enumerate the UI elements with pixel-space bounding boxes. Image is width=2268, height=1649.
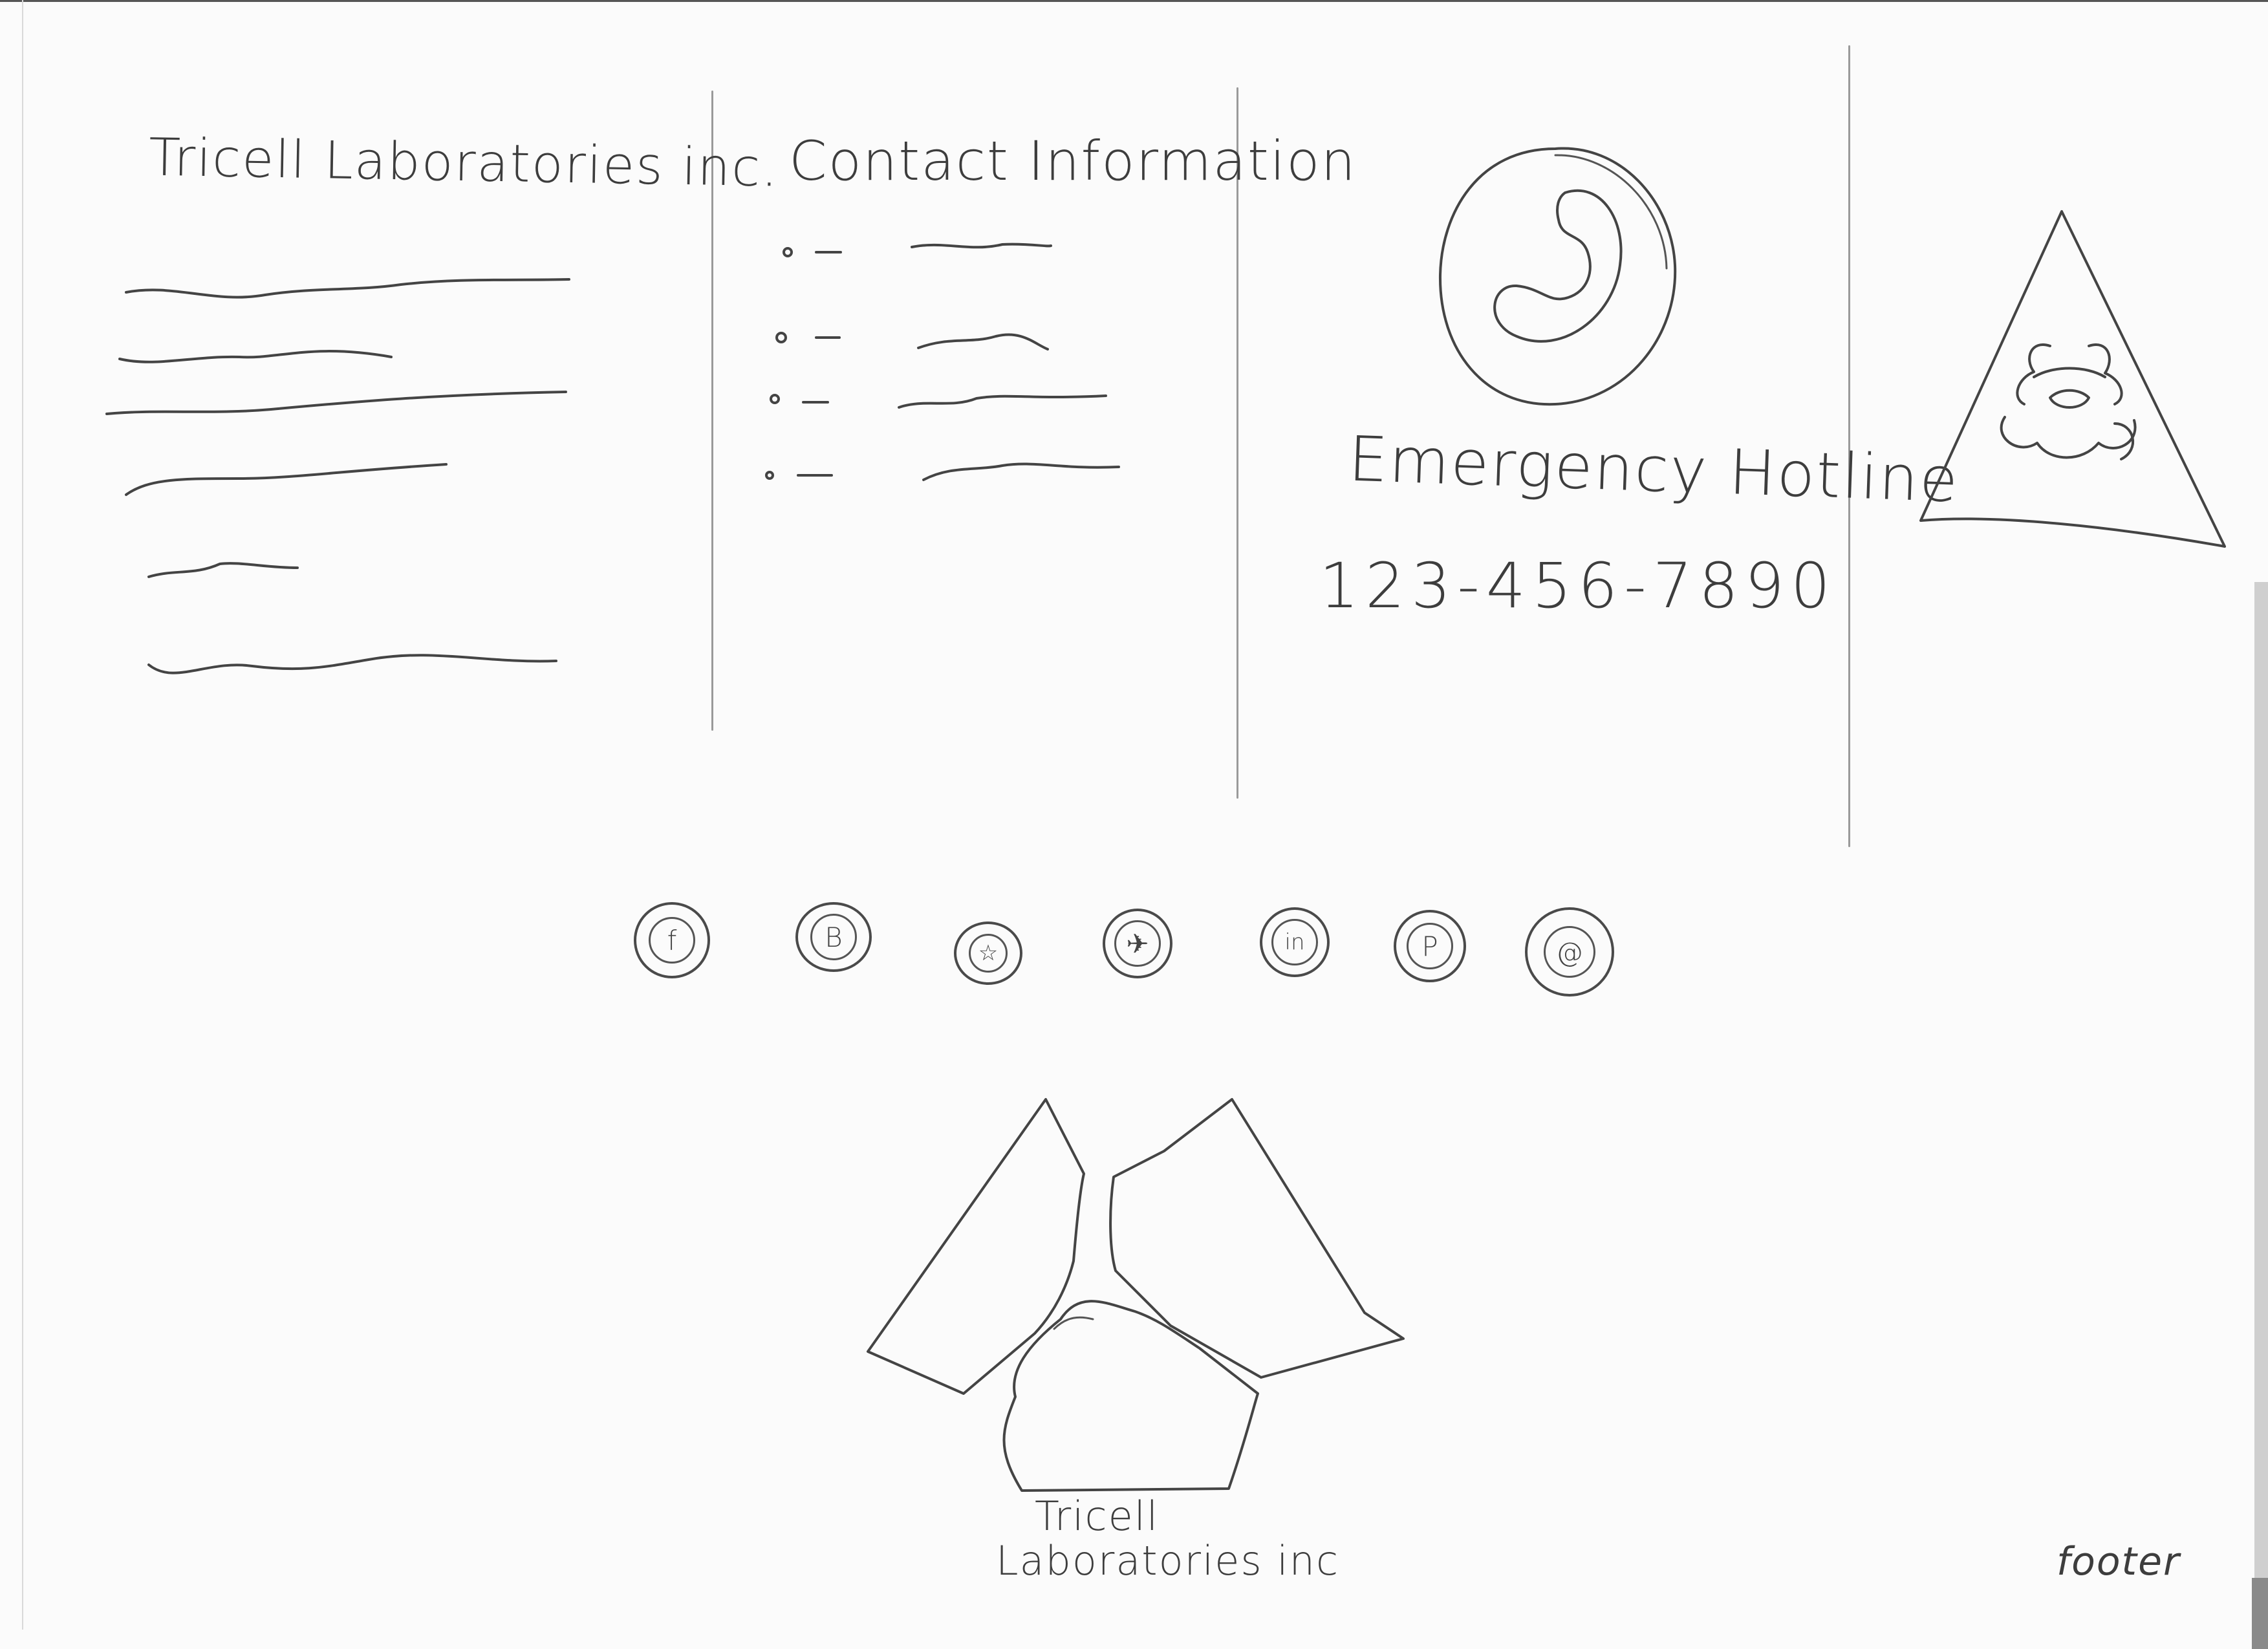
- email-glyph: @: [1544, 926, 1595, 978]
- footer-name-line2: Laboratories inc: [996, 1537, 1340, 1585]
- tricell-logo: [867, 1098, 1405, 1492]
- column-divider-1: [711, 91, 713, 731]
- column-divider-2: [1237, 87, 1238, 799]
- phone-icon: [1438, 147, 1677, 406]
- facebook-icon[interactable]: f: [634, 902, 710, 978]
- twitter-glyph: ✈: [1114, 920, 1161, 967]
- social-links-row: f B ☆ ✈ in P @: [621, 902, 1630, 997]
- snapchat-icon[interactable]: ☆: [954, 921, 1022, 985]
- pinterest-glyph: P: [1407, 923, 1453, 969]
- contact-title: Contact Information: [789, 129, 1357, 193]
- facebook-glyph: f: [649, 917, 695, 964]
- linkedin-glyph: in: [1271, 919, 1318, 965]
- footer-company-name: Tricell Laboratories inc: [996, 1494, 1339, 1584]
- footer-name-line1: Tricell: [1035, 1493, 1160, 1540]
- linkedin-icon[interactable]: in: [1260, 907, 1330, 977]
- email-icon[interactable]: @: [1525, 907, 1614, 997]
- paper-edge-top: [0, 0, 2268, 2]
- biohazard-warning-icon: [1919, 210, 2226, 548]
- pinterest-icon[interactable]: P: [1394, 910, 1466, 982]
- company-title: Tricell Laboratories inc.: [148, 127, 780, 199]
- contact-list-placeholder: [765, 242, 1120, 481]
- emergency-hotline-number[interactable]: 123-456-7890: [1319, 550, 1837, 622]
- paper-edge-left: [22, 0, 23, 1630]
- blogger-icon[interactable]: B: [795, 902, 872, 972]
- snapchat-glyph: ☆: [969, 934, 1008, 973]
- footer-section-label: footer: [2057, 1539, 2181, 1584]
- paper-edge-shadow: [2252, 1578, 2268, 1649]
- twitter-icon[interactable]: ✈: [1103, 909, 1172, 978]
- company-description-placeholder: [105, 278, 570, 674]
- paper-edge-right: [2254, 582, 2268, 1649]
- emergency-hotline-label: Emergency Hotline: [1347, 422, 1961, 517]
- column-divider-3: [1848, 45, 1850, 847]
- blogger-glyph: B: [810, 914, 857, 960]
